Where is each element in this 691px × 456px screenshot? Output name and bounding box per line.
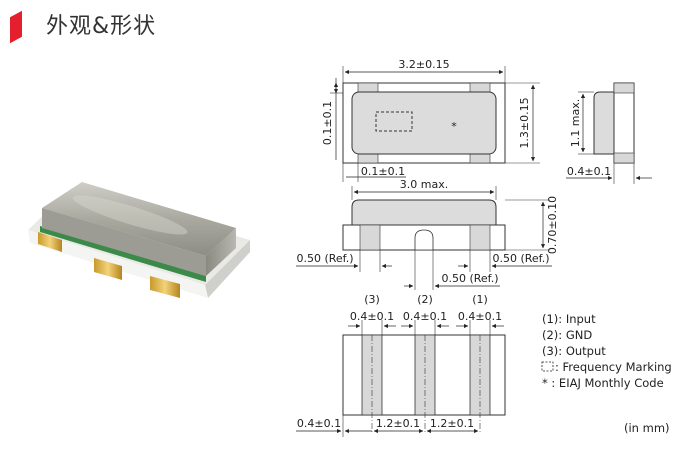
front-height-label: 0.70±0.10 xyxy=(546,196,559,254)
header: 外观&形状 xyxy=(0,0,691,52)
pitch-right-label: 1.2±0.1 xyxy=(430,417,474,430)
legend-frequency-marking: : Frequency Marking xyxy=(555,360,672,374)
legend-output: (3): Output xyxy=(542,344,606,358)
top-height-label: 1.3±0.15 xyxy=(518,97,531,148)
top-view: * 3.2±0.15 1.3±0.15 0.1±0.1 0.1±0.1 xyxy=(321,58,540,182)
component-photo xyxy=(28,182,250,298)
top-left-offset-label: 0.1±0.1 xyxy=(321,101,334,145)
top-width-label: 3.2±0.15 xyxy=(398,58,449,71)
pad1-width-label: 0.4±0.1 xyxy=(458,310,502,323)
front-ref-left-label: 0.50 (Ref.) xyxy=(296,252,353,265)
front-view: 3.0 max. 0.70±0.10 0.50 (Ref.) 0.50 (Ref… xyxy=(296,178,559,290)
frequency-marking-box xyxy=(375,111,413,132)
side-height-label: 1.1 max. xyxy=(569,99,582,147)
front-ref-right-label: 0.50 (Ref.) xyxy=(492,252,549,265)
side-width-label: 0.4±0.1 xyxy=(567,165,611,178)
monthly-code-mark: * xyxy=(451,120,457,133)
legend: (1): Input (2): GND (3): Output : Freque… xyxy=(541,312,672,435)
top-bottom-offset-label: 0.1±0.1 xyxy=(361,165,405,178)
pin3-label: (3) xyxy=(364,293,380,306)
legend-monthly-code: * : EIAJ Monthly Code xyxy=(542,376,664,390)
pin1-label: (1) xyxy=(472,293,488,306)
legend-gnd: (2): GND xyxy=(542,328,592,342)
pin2-label: (2) xyxy=(417,293,433,306)
pad2-width-label: 0.4±0.1 xyxy=(403,310,447,323)
page-title: 外观&形状 xyxy=(46,14,157,39)
legend-input: (1): Input xyxy=(542,312,596,326)
front-length-label: 3.0 max. xyxy=(400,178,448,191)
bottom-view: (3) (2) (1) 0.4±0.1 0.4±0.1 0.4±0.1 0.4±… xyxy=(296,293,506,437)
pad3-width-label: 0.4±0.1 xyxy=(350,310,394,323)
pitch-left-label: 1.2±0.1 xyxy=(376,417,420,430)
bottom-edge-label: 0.4±0.1 xyxy=(297,417,341,430)
frequency-marking-icon xyxy=(541,361,554,372)
front-ref-center-label: 0.50 (Ref.) xyxy=(441,272,498,285)
units-note: (in mm) xyxy=(624,421,670,435)
side-view: 1.1 max. 0.4±0.1 xyxy=(566,82,652,184)
